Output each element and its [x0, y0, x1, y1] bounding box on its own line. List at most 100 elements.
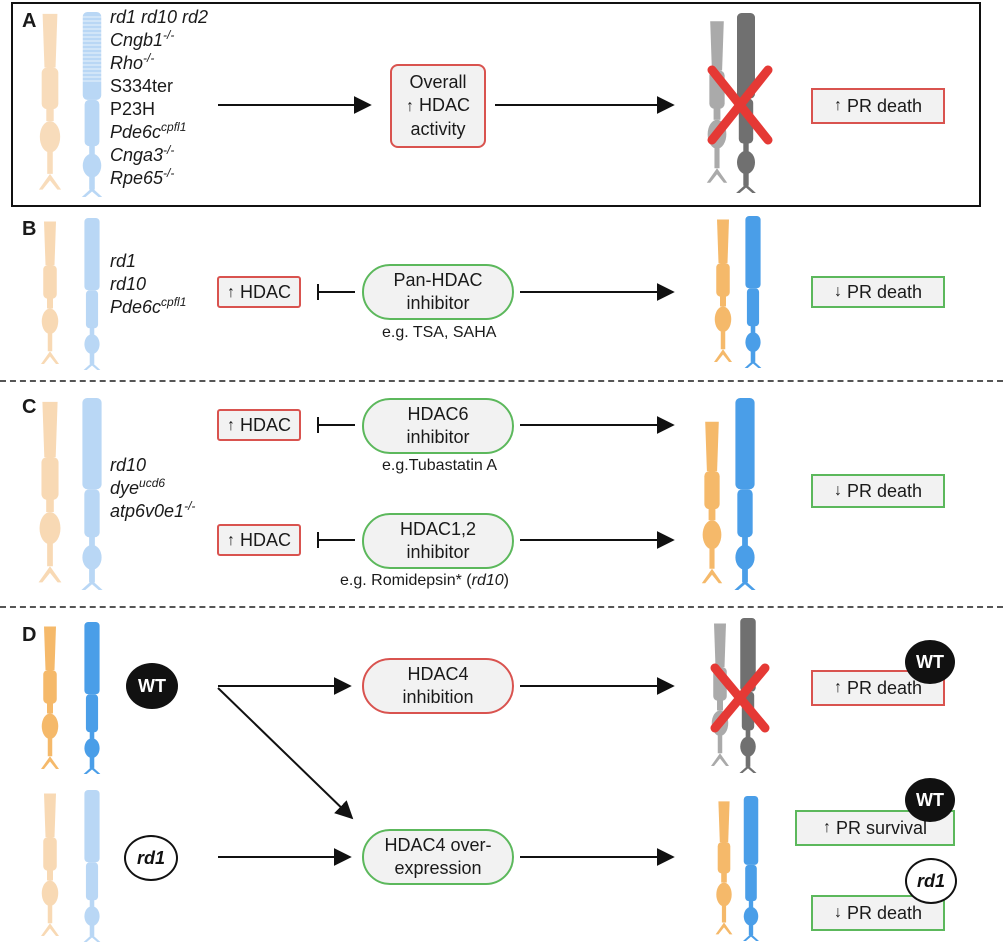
panel-a-gene-superscript: cpfl1 — [161, 120, 187, 134]
panel-d-healthy-cone — [715, 801, 733, 935]
panel-d-box2-line1: HDAC4 over- — [384, 835, 492, 855]
panel-c-hdac-box-bottom: ↑HDAC — [217, 524, 301, 556]
panel-d-wt-cone — [41, 626, 59, 769]
panel-d-wt-rod — [83, 622, 101, 774]
panel-a-box-line2: HDAC — [418, 95, 470, 115]
panel-c-inhibitor1-line1: HDAC6 — [407, 404, 469, 424]
panel-c-example2-prefix: e.g. Romidepsin* ( — [340, 572, 472, 589]
panel-a-box-line1: Overall — [409, 72, 467, 92]
panel-c-healthy-cone — [701, 421, 723, 584]
panel-b-example: e.g. TSA, SAHA — [382, 324, 497, 341]
panel-d-hdac4-overexpression-box: HDAC4 over-expression — [362, 829, 514, 885]
panel-a-red-cross-icon — [707, 65, 773, 145]
panel-b-inhibitor-line2: inhibitor — [406, 293, 470, 313]
up-arrow-icon: ↑ — [226, 283, 235, 301]
panel-d-letter: D — [22, 624, 37, 646]
divider-b-c — [0, 380, 1003, 382]
panel-c-example1: e.g.Tubastatin A — [382, 457, 498, 474]
down-arrow-icon: ↓ — [833, 283, 842, 300]
panel-c-hdac-bottom-label: HDAC — [239, 529, 291, 550]
panel-d-rd1-badge: rd1 — [124, 835, 178, 881]
panel-b-gene-name: Pde6c — [110, 297, 162, 317]
panel-b-hdac-label: HDAC — [239, 281, 291, 302]
panel-d-rd1-faded-cone — [41, 793, 59, 936]
panel-a-box-line3: activity — [410, 119, 466, 139]
panel-b-inhibition-bar — [317, 284, 355, 300]
panel-a-gene-name: Rpe65 — [110, 168, 164, 188]
panel-a-gene-2: Rho-/- — [110, 52, 208, 75]
panel-d-box1-line1: HDAC4 — [407, 664, 469, 684]
up-arrow-icon: ↑ — [226, 531, 235, 549]
panel-d-hdac4-inhibition-box: HDAC4 inhibition — [362, 658, 514, 714]
panel-d-outcome1-label: PR death — [846, 677, 923, 698]
panel-a-hdac-activity-box: Overall ↑HDAC activity — [390, 64, 486, 148]
panel-d-box2-line2: expression — [394, 858, 482, 878]
panel-d-outcome2-label: PR survival — [835, 817, 928, 838]
up-arrow-icon: ↑ — [226, 416, 235, 434]
panel-b-outcome-label: PR death — [846, 281, 923, 302]
panel-a-frame — [11, 2, 981, 207]
panel-a-gene-superscript: -/- — [163, 28, 175, 42]
panel-d-rd1-faded-rod — [83, 790, 101, 942]
panel-b-letter: B — [22, 218, 37, 240]
panel-a-gene-superscript: -/- — [143, 51, 155, 65]
panel-a-outcome-label: PR death — [846, 95, 923, 116]
panel-b-gene-0: rd1 — [110, 250, 186, 273]
panel-b-outcome: ↓PR death — [811, 276, 945, 308]
panel-c-outcome: ↓PR death — [811, 474, 945, 508]
panel-b-hdac-box: ↑HDAC — [217, 276, 301, 308]
panel-c-outcome-label: PR death — [846, 480, 923, 501]
panel-b-faded-rod — [83, 218, 101, 370]
panel-b-gene-2: Pde6ccpfl1 — [110, 296, 186, 319]
panel-c-gene-name: atp6v0e1 — [110, 501, 185, 521]
panel-a-gene-name: Cngb1 — [110, 30, 164, 50]
panel-a-gene-name: rd1 rd10 rd2 — [110, 7, 209, 27]
panel-c-gene-0: rd10 — [110, 454, 195, 477]
panel-d-outcome3-label: PR death — [846, 902, 923, 923]
panel-c-example2-suffix: ) — [503, 572, 509, 589]
panel-d-outcome1-wt-badge: WT — [905, 640, 955, 684]
panel-d-healthy-rod — [743, 796, 759, 941]
down-arrow-icon: ↓ — [833, 482, 842, 499]
up-arrow-icon: ↑ — [405, 98, 414, 115]
panel-a-gene-4: P23H — [110, 98, 208, 121]
panel-c-letter: C — [22, 396, 37, 418]
panel-a-gene-3: S334ter — [110, 75, 208, 98]
divider-c-d — [0, 606, 1003, 608]
panel-c-gene-1: dyeucd6 — [110, 477, 195, 500]
panel-b-gene-name: rd10 — [110, 274, 147, 294]
panel-c-inhibition-bar-top — [317, 417, 355, 433]
panel-c-gene-superscript: ucd6 — [139, 476, 166, 490]
panel-c-example2: e.g. Romidepsin* (rd10) — [340, 572, 509, 590]
panel-b-healthy-rod — [744, 216, 762, 368]
up-arrow-icon: ↑ — [822, 819, 831, 836]
panel-a-gene-name: P23H — [110, 99, 156, 119]
panel-b-gene-superscript: cpfl1 — [161, 295, 187, 309]
panel-a-gene-name: Pde6c — [110, 122, 162, 142]
panel-c-faded-cone — [38, 401, 62, 583]
panel-a-gene-1: Cngb1-/- — [110, 29, 208, 52]
panel-c-gene-superscript: -/- — [184, 499, 196, 513]
panel-c-hdac-box-top: ↑HDAC — [217, 409, 301, 441]
up-arrow-icon: ↑ — [833, 679, 842, 696]
panel-d-wt-badge: WT — [126, 663, 178, 709]
panel-d-box1-line2: inhibition — [402, 687, 474, 707]
panel-b-faded-cone — [41, 221, 59, 364]
panel-a-gene-superscript: -/- — [163, 143, 175, 157]
panel-c-inhibitor2-line1: HDAC1,2 — [399, 519, 477, 539]
panel-b-inhibitor-line1: Pan-HDAC — [393, 270, 483, 290]
panel-b-gene-1: rd10 — [110, 273, 186, 296]
panel-c-gene-2: atp6v0e1-/- — [110, 500, 195, 523]
panel-a-letter: A — [22, 10, 37, 32]
panel-a-gene-7: Rpe65-/- — [110, 167, 208, 190]
panel-d-arrow-wt-overexpression — [217, 687, 354, 820]
up-arrow-icon: ↑ — [833, 97, 842, 114]
panel-b-healthy-cone — [714, 219, 732, 362]
panel-d-outcome3-rd1-badge: rd1 — [905, 858, 957, 904]
